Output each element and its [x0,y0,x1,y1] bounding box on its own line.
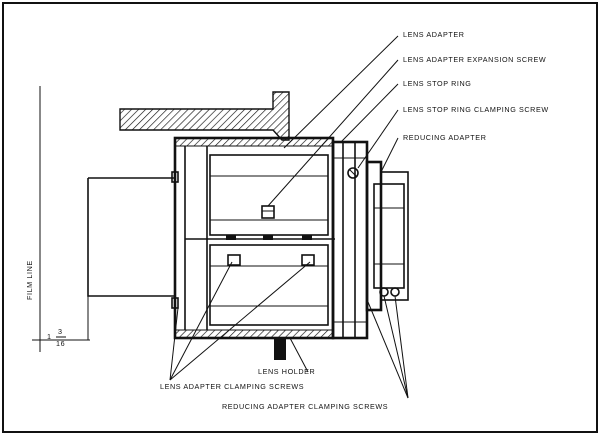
dimension-whole: 1 [47,332,52,341]
label-adapter-clamping-screws: LENS ADAPTER CLAMPING SCREWS [160,382,304,391]
dimension-numerator: 3 [58,327,63,336]
film-line-label: FILM LINE [25,260,34,300]
label-expansion-screw: LENS ADAPTER EXPANSION SCREW [403,55,546,64]
expansion-screw [261,205,275,219]
clamping-screw-heads [227,254,315,266]
bottom-boss [274,338,286,360]
dimension-denominator: 16 [56,339,65,348]
lens-stop-ring [331,140,369,340]
label-stop-ring-clamping-screw: LENS STOP RING CLAMPING SCREW [403,105,549,114]
lens-holder-housing [171,136,335,340]
label-lens-stop-ring: LENS STOP RING [403,79,471,88]
label-reducing-adapter: REDUCING ADAPTER [403,133,486,142]
leader-lines [169,35,409,399]
film-line [32,86,90,352]
reducing-adapter [365,160,409,312]
camera-body-block [87,177,175,297]
mounting-bracket [119,91,290,141]
label-lens-adapter: LENS ADAPTER [403,30,465,39]
dimension-readout: 1 3 16 [47,327,66,348]
label-reducing-clamping-screws: REDUCING ADAPTER CLAMPING SCREWS [222,402,388,411]
label-lens-holder: LENS HOLDER [258,367,315,376]
